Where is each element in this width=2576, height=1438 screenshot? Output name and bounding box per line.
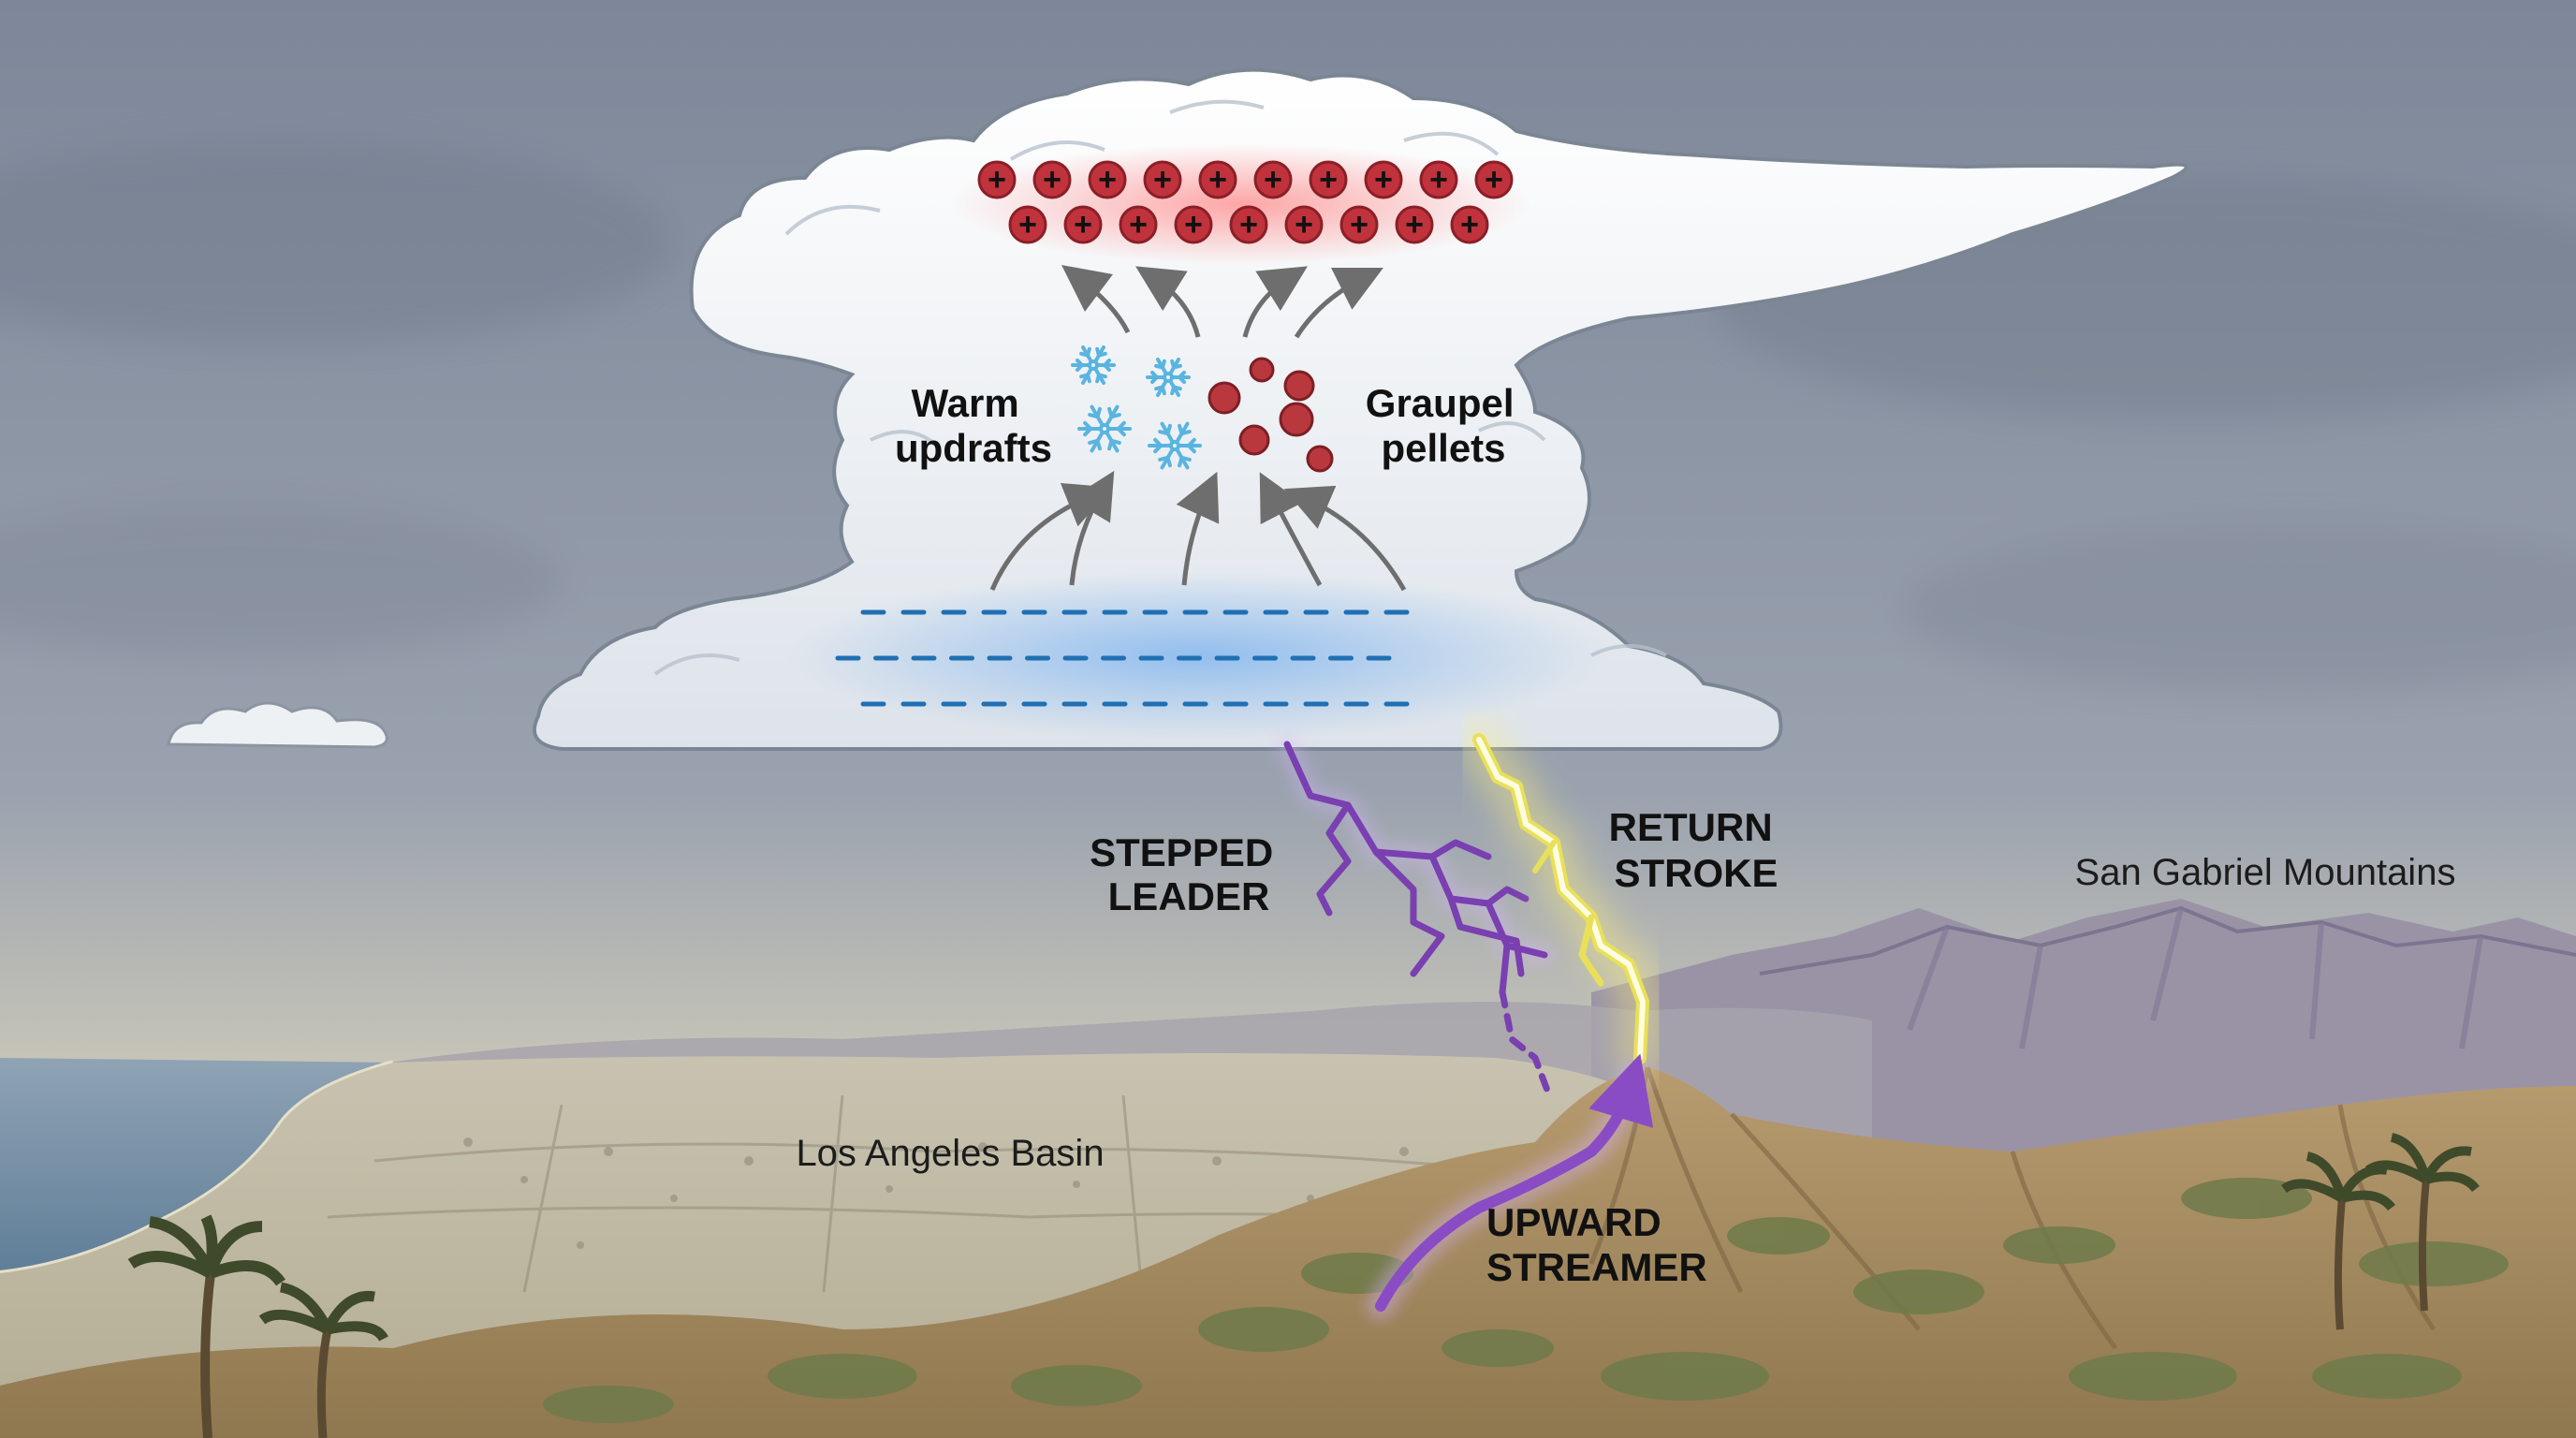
foreground-hills bbox=[0, 1066, 2576, 1438]
negative-charge-glow bbox=[786, 571, 1610, 740]
ice-crystal-icon bbox=[1148, 421, 1202, 470]
small-cloud bbox=[167, 701, 388, 749]
svg-text:+: + bbox=[1074, 207, 1092, 242]
palm-trees bbox=[127, 1133, 2480, 1438]
positive-charge: + bbox=[1174, 205, 1213, 244]
positive-charge: + bbox=[1253, 160, 1293, 199]
svg-text:+: + bbox=[1098, 162, 1117, 198]
positive-charge: + bbox=[1119, 205, 1158, 244]
stepped-leader-bolt bbox=[1277, 734, 1555, 1099]
stepped-leader-label: STEPPED LEADER bbox=[1090, 830, 1284, 918]
palm-tree bbox=[258, 1282, 388, 1438]
svg-text:+: + bbox=[1239, 207, 1258, 242]
ice-crystal-icon bbox=[1071, 345, 1116, 386]
svg-text:+: + bbox=[1018, 207, 1037, 242]
svg-text:+: + bbox=[1208, 162, 1227, 198]
palm-tree bbox=[2365, 1133, 2480, 1312]
updraft-arrow bbox=[1242, 266, 1308, 338]
updraft-arrow bbox=[1283, 485, 1407, 592]
svg-text:+: + bbox=[1429, 162, 1448, 198]
graupel-pellet bbox=[1306, 445, 1334, 473]
positive-charge: + bbox=[1143, 160, 1182, 199]
negative-charge-layer bbox=[835, 609, 1410, 707]
svg-text:+: + bbox=[1460, 207, 1479, 242]
svg-text:+: + bbox=[1485, 162, 1503, 198]
return-stroke-label: RETURN STROKE bbox=[1609, 805, 1784, 895]
graupel-pellets-label: Graupel pellets bbox=[1366, 381, 1525, 470]
positive-charge: + bbox=[1063, 205, 1103, 244]
positive-charge: + bbox=[1008, 205, 1047, 244]
graupel-pellet bbox=[1238, 424, 1270, 456]
positive-charge: + bbox=[1198, 160, 1237, 199]
updraft-arrow bbox=[1069, 470, 1115, 586]
upward-streamer-bolt bbox=[1367, 1053, 1654, 1320]
positive-charge: + bbox=[1364, 160, 1403, 199]
positive-charge: + bbox=[1088, 160, 1127, 199]
positive-charge-layer: +++++++++++++++++++ bbox=[977, 160, 1514, 244]
svg-text:+: + bbox=[1153, 162, 1172, 198]
svg-text:+: + bbox=[988, 162, 1006, 198]
graupel-pellet bbox=[1283, 370, 1315, 402]
positive-charge: + bbox=[1284, 205, 1324, 244]
palm-tree bbox=[2281, 1152, 2395, 1330]
positive-charge: + bbox=[977, 160, 1017, 199]
thundercloud bbox=[532, 67, 2188, 751]
updraft-arrow bbox=[1176, 471, 1220, 586]
updraft-arrow bbox=[1259, 472, 1323, 587]
svg-text:+: + bbox=[1184, 207, 1203, 242]
svg-text:+: + bbox=[1043, 162, 1061, 198]
svg-text:+: + bbox=[1319, 162, 1338, 198]
svg-text:+: + bbox=[1374, 162, 1393, 198]
upward-streamer-label: UPWARD STREAMER bbox=[1486, 1200, 1707, 1289]
graupel-pellet bbox=[1279, 402, 1314, 437]
warm-updrafts-label: Warm updrafts bbox=[895, 381, 1052, 470]
svg-text:+: + bbox=[1350, 207, 1368, 242]
updraft-arrow bbox=[1061, 264, 1131, 334]
palm-tree bbox=[127, 1214, 285, 1438]
ice-crystal-icon bbox=[1077, 404, 1132, 453]
ocean bbox=[0, 1058, 393, 1273]
svg-text:+: + bbox=[1264, 162, 1282, 198]
positive-charge: + bbox=[1339, 205, 1379, 244]
ice-crystals bbox=[1071, 345, 1202, 470]
graupel-pellet bbox=[1208, 381, 1241, 415]
positive-charge: + bbox=[1419, 160, 1458, 199]
svg-text:+: + bbox=[1129, 207, 1148, 242]
graupel-pellets-cluster bbox=[1208, 357, 1334, 473]
svg-text:+: + bbox=[1405, 207, 1424, 242]
updraft-arrow bbox=[1294, 268, 1383, 339]
updraft-arrows bbox=[989, 264, 1407, 592]
positive-charge: + bbox=[1450, 205, 1489, 244]
positive-charge: + bbox=[1032, 160, 1072, 199]
san-gabriel-mountains-label: San Gabriel Mountains bbox=[2075, 852, 2456, 893]
anvil-top bbox=[532, 67, 2188, 751]
ice-crystal-icon bbox=[1146, 357, 1191, 398]
positive-charge: + bbox=[1229, 205, 1268, 244]
graupel-pellet bbox=[1249, 357, 1275, 383]
positive-charge: + bbox=[1309, 160, 1348, 199]
return-stroke-bolt bbox=[1460, 721, 1661, 1077]
positive-charge: + bbox=[1395, 205, 1434, 244]
los-angeles-basin-label: Los Angeles Basin bbox=[796, 1133, 1104, 1174]
updraft-arrow bbox=[1135, 266, 1201, 338]
positive-charge: + bbox=[1474, 160, 1514, 199]
svg-text:+: + bbox=[1295, 207, 1313, 242]
